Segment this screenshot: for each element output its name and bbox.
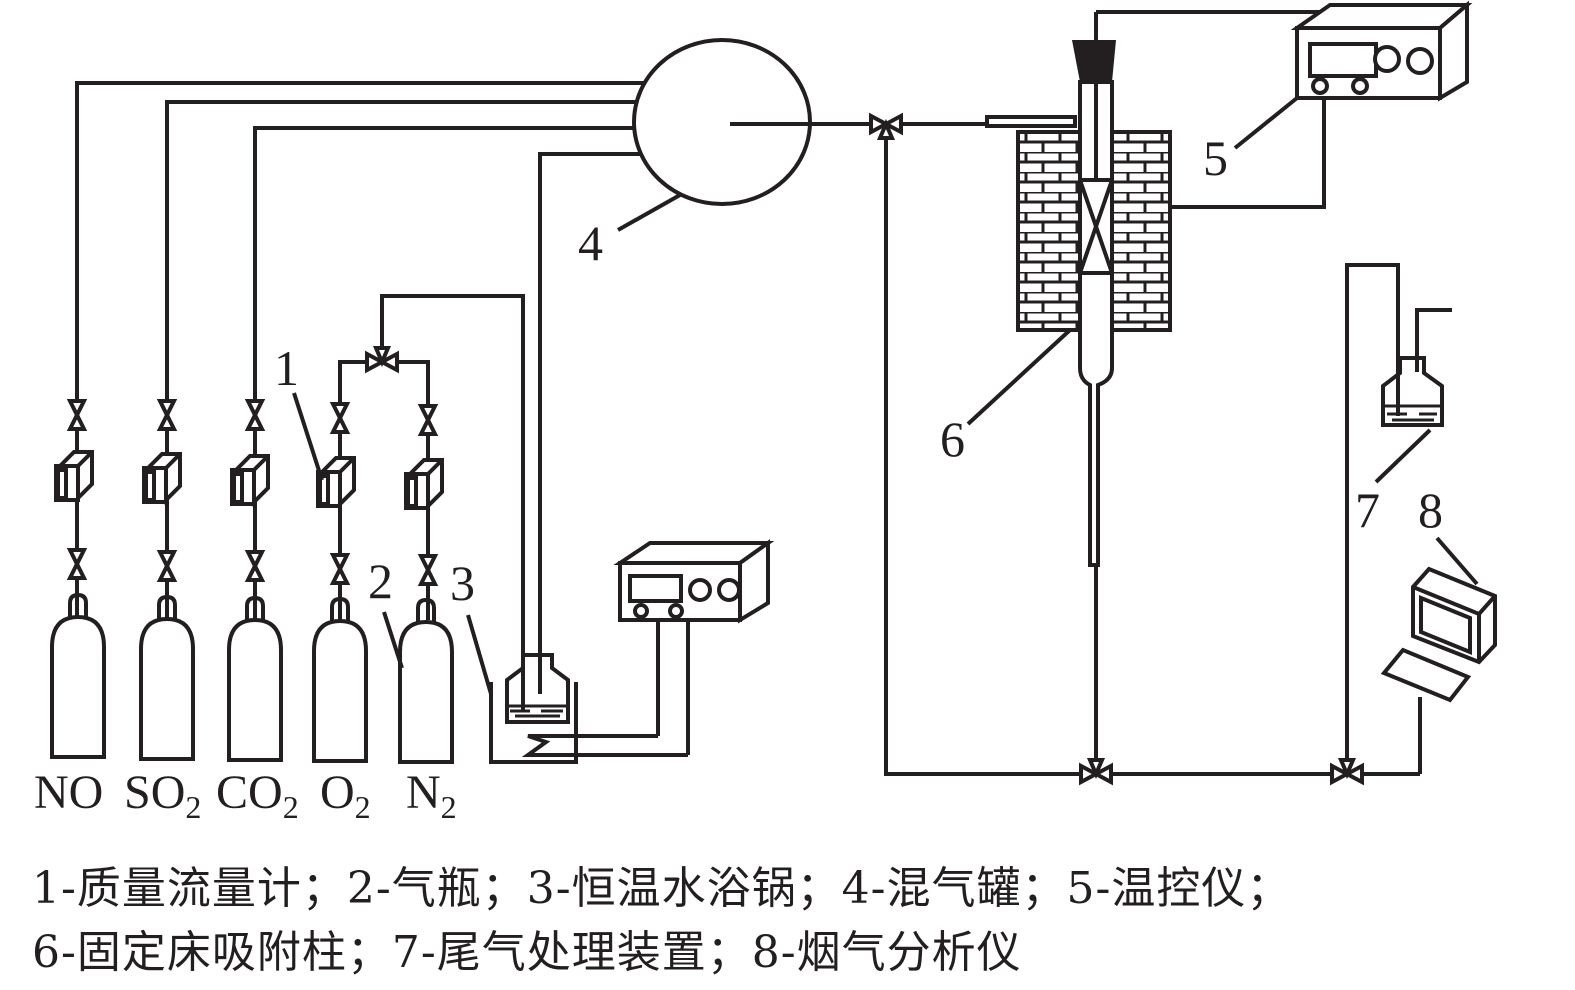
component-label-7: 7: [1355, 482, 1380, 538]
valve-icon: [68, 399, 86, 431]
component-label-6: 6: [940, 411, 965, 467]
valve-icon: [158, 399, 176, 431]
gas-cylinder-icon: [139, 595, 195, 761]
valves-upper: [68, 399, 437, 436]
legend-item-1: 1-质量流量计: [32, 863, 302, 914]
mass-flow-meters: [54, 450, 444, 510]
valve-icon: [331, 553, 349, 585]
valve-icon: [331, 402, 349, 434]
tail-gas-treatment: [1330, 263, 1452, 784]
temperature-controller: [1096, 0, 1473, 209]
component-label-5: 5: [1203, 130, 1228, 186]
legend-item-6: 6-固定床吸附柱: [32, 927, 347, 978]
valve-icon: [246, 399, 264, 431]
component-label-3: 3: [450, 555, 475, 611]
legend-item-5: 5-温控仪: [1066, 863, 1247, 914]
three-way-valve-o2-n2: [365, 346, 399, 372]
flue-gas-analyzer: [1380, 566, 1497, 703]
mixing-tank: [632, 38, 875, 206]
gas-label-no: NO: [34, 766, 103, 819]
component-label-1: 1: [274, 340, 299, 396]
gas-label-so2: SO2: [124, 766, 201, 825]
mass-flow-meter-icon: [142, 452, 182, 504]
gas-feed-lines: [75, 81, 645, 700]
component-label-4: 4: [578, 215, 603, 271]
mass-flow-meter-icon: [230, 454, 270, 506]
legend-separator: ；: [1021, 863, 1067, 914]
mass-flow-meter-icon: [404, 458, 444, 510]
legend-item-4: 4-混气罐: [841, 863, 1022, 914]
gas-cylinder-icon: [398, 598, 454, 764]
legend-line-1: 1-质量流量计；2-气瓶；3-恒温水浴锅；4-混气罐；5-温控仪；: [32, 852, 1291, 916]
valve-icon: [246, 550, 264, 582]
legend-item-3: 3-恒温水浴锅: [526, 863, 797, 914]
legend-separator: ；: [301, 863, 347, 914]
legend-separator: ；: [706, 927, 752, 978]
valve-icon: [419, 404, 437, 436]
valve-icon: [419, 554, 437, 586]
gas-label-o2: O2: [320, 766, 371, 825]
valve-icon: [158, 550, 176, 582]
bath-temperature-controller: [613, 539, 775, 624]
component-label-2: 2: [368, 553, 393, 609]
gas-cylinders: [50, 593, 454, 764]
gas-cylinder-icon: [227, 596, 283, 762]
gas-label-co2: CO2: [216, 766, 299, 825]
legend-item-2: 2-气瓶: [346, 863, 482, 914]
gas-cylinder-icon: [50, 593, 106, 759]
mass-flow-meter-icon: [54, 450, 94, 502]
legend-line-2: 6-固定床吸附柱；7-尾气处理装置；8-烟气分析仪: [32, 916, 1022, 980]
fixed-bed-column: [1016, 12, 1172, 784]
legend-separator: ；: [1246, 863, 1292, 914]
component-label-8: 8: [1418, 482, 1443, 538]
gas-labels: NO SO2 CO2 O2 N2: [34, 766, 457, 825]
legend-separator: ；: [346, 927, 392, 978]
legend-separator: ；: [796, 863, 842, 914]
water-bath: [489, 621, 690, 764]
legend-item-8: 8-烟气分析仪: [751, 927, 1022, 978]
gas-cylinder-icon: [312, 597, 368, 763]
legend-separator: ；: [481, 863, 527, 914]
reactor-feed-line: [869, 114, 1422, 776]
legend-item-7: 7-尾气处理装置: [391, 927, 707, 978]
gas-label-n2: N2: [406, 766, 457, 825]
leader-lines: [292, 96, 1479, 695]
experimental-setup-diagram: NO SO2 CO2 O2 N2: [34, 0, 1497, 825]
component-numbers: 1 2 3 4 5 6 7 8: [274, 130, 1443, 611]
valve-icon: [68, 548, 86, 580]
mass-flow-meter-icon: [316, 456, 356, 508]
